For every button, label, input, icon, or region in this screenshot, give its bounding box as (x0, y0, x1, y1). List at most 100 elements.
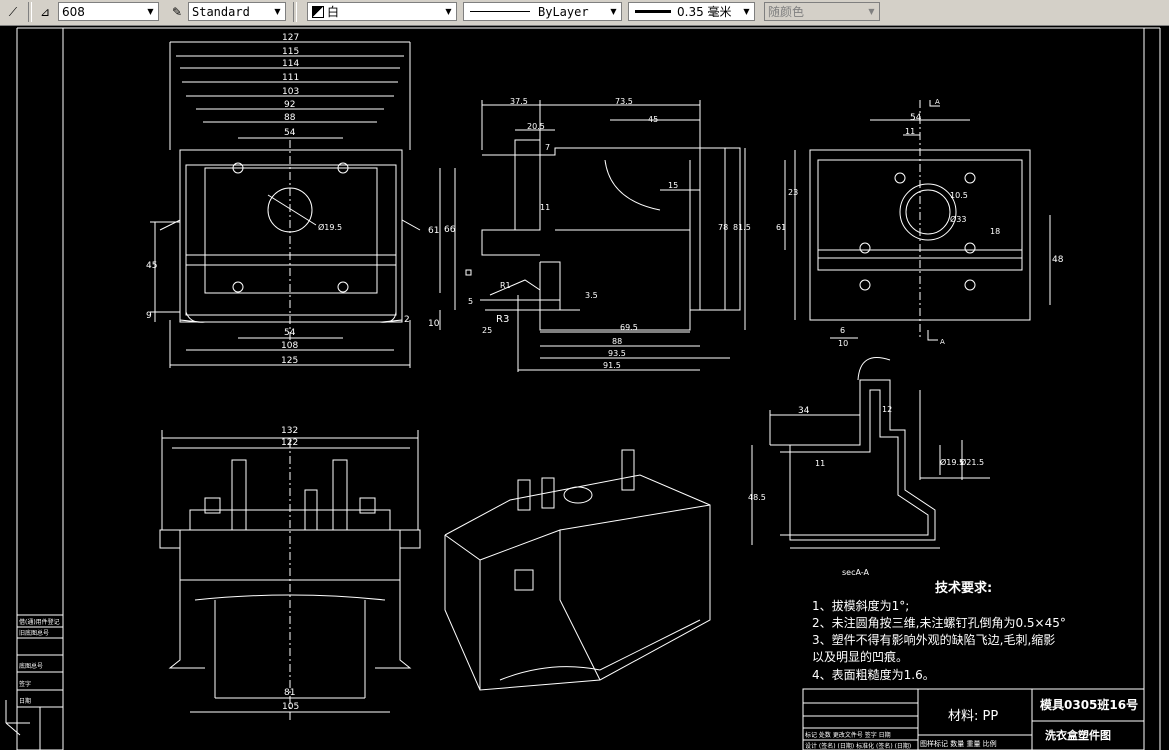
dim-text: 127 (282, 33, 299, 43)
dim-text: 108 (281, 341, 298, 351)
toolbar-separator (28, 2, 32, 22)
dim-text: 18 (990, 227, 1000, 236)
titleblock-row: 标记 处数 更改文件号 签字 日期 (805, 731, 891, 739)
right-view (784, 100, 1051, 341)
dim-text: 73.5 (615, 97, 633, 106)
dim-text: A (940, 338, 945, 346)
dim-text: 5 (468, 297, 473, 306)
note-item: 2、未注圆角按三维,未注螺钉孔倒角为0.5×45° (812, 615, 1066, 630)
material-label: 材料: PP (948, 709, 998, 724)
dim-text: 11 (905, 127, 915, 136)
dim-text: 9 (146, 311, 152, 321)
text-style-icon[interactable]: ✎ (166, 2, 188, 22)
chevron-down-icon: ▼ (868, 7, 875, 16)
dim-text: 34 (798, 406, 810, 416)
dim-text: 114 (282, 59, 299, 69)
dim-text: 91.5 (603, 361, 621, 370)
margin-label: 旧底图总号 (19, 629, 49, 637)
dim-text: 88 (284, 113, 296, 123)
notes-title: 技术要求: (935, 580, 992, 596)
dim-text: 10 (428, 319, 440, 329)
dim-text: Ø33 (950, 214, 966, 224)
chevron-down-icon[interactable]: ▼ (147, 7, 154, 16)
linetype-preview (470, 11, 530, 12)
color-combo[interactable]: 白 ▼ (307, 2, 457, 21)
textstyle-value: Standard (192, 4, 250, 19)
dimstyle-icon[interactable]: ⟋ (2, 2, 24, 22)
titleblock-cols: 图样标记 数量 重量 比例 (920, 739, 997, 748)
dim-text: 54 (910, 113, 922, 123)
linetype-value: ByLayer (538, 4, 589, 19)
dim-text: Ø19.5 (940, 457, 964, 467)
dim-text: 11 (540, 203, 550, 212)
dimstyle-combo[interactable]: 608 ▼ (58, 2, 159, 21)
dim-text: 81 (284, 688, 295, 698)
chevron-down-icon[interactable]: ▼ (610, 7, 617, 16)
section-label: secA-A (842, 568, 869, 577)
side-view (465, 100, 746, 372)
note-item: 4、表面粗糙度为1.6。 (812, 667, 935, 682)
properties-toolbar: ⟋ ⊿ 608 ▼ ✎ Standard ▼ 白 ▼ ByLayer ▼ 0.3… (0, 0, 1169, 26)
chevron-down-icon[interactable]: ▼ (743, 7, 750, 16)
dim-text: 125 (281, 356, 298, 366)
dim-text: 23 (788, 188, 798, 197)
dim-text: R3 (496, 314, 509, 325)
dim-text: 61 (428, 226, 439, 236)
drawing-name: 洗衣盒塑件图 (1045, 728, 1111, 742)
isometric-view (444, 449, 711, 691)
linetype-combo[interactable]: ByLayer ▼ (463, 2, 622, 21)
margin-label: 签字 (19, 680, 31, 688)
section-view (751, 357, 990, 549)
dim-text: 54 (284, 328, 296, 338)
dim-text: 48.5 (748, 493, 766, 502)
color-value: 白 (327, 5, 340, 19)
dim-text: 115 (282, 47, 299, 57)
dim-text: Ø21.5 (960, 457, 984, 467)
titleblock-row: 设计 (签名) (日期) 标准化 (签名) (日期) (805, 742, 911, 750)
dim-text: Ø19.5 (318, 222, 342, 232)
dim-text: 2 (404, 315, 410, 325)
dim-text: 105 (282, 702, 299, 712)
dim-text: 10.5 (950, 191, 968, 200)
dim-text: 54 (284, 128, 296, 138)
dim-text: 61 (776, 223, 786, 232)
dim-text: 78 (718, 223, 728, 232)
dim-text: 37.5 (510, 97, 528, 106)
dim-text: R1 (500, 281, 511, 290)
dim-text: 132 (281, 426, 298, 436)
dim-text: 7 (545, 143, 550, 152)
dim-text: 103 (282, 87, 299, 97)
dim-text: 45 (648, 115, 658, 124)
dim-text: A (935, 98, 940, 106)
dim-text: 93.5 (608, 349, 626, 358)
chevron-down-icon[interactable]: ▼ (274, 7, 281, 16)
dim-text: 15 (668, 181, 678, 190)
dimension-style-icon[interactable]: ⊿ (34, 2, 56, 22)
front-view (150, 140, 421, 340)
lineweight-combo[interactable]: 0.35 毫米 ▼ (628, 2, 755, 21)
margin-table: 借(通)用件登记 旧底图总号 底图总号 签字 日期 (16, 614, 64, 750)
note-item: 3、塑件不得有影响外观的缺陷飞边,毛刺,缩影 (812, 632, 1055, 647)
dim-text: 122 (281, 438, 298, 448)
color-swatch-icon (312, 5, 324, 18)
chevron-down-icon[interactable]: ▼ (445, 7, 452, 16)
note-item: 以及明显的凹痕。 (812, 649, 908, 664)
lineweight-preview (635, 10, 671, 13)
toolbar-separator (293, 2, 297, 22)
dim-text: 11 (815, 459, 825, 468)
front-view-bottom-dims (154, 168, 456, 368)
ucs-icon (5, 700, 30, 736)
plotstyle-combo: 随颜色 ▼ (764, 2, 880, 21)
dim-text: 20.5 (527, 122, 545, 131)
note-item: 1、拔模斜度为1°; (812, 598, 909, 613)
lineweight-value: 0.35 毫米 (677, 5, 732, 19)
dim-text: 66 (444, 225, 456, 235)
dim-text: 81.5 (733, 223, 751, 232)
title-block (802, 688, 1145, 750)
front-view-top-dims (169, 41, 411, 150)
bottom-elevation (159, 430, 421, 720)
drawing-canvas[interactable]: 借(通)用件登记 旧底图总号 底图总号 签字 日期 127 (0, 25, 1169, 750)
dim-text: 92 (284, 100, 295, 110)
margin-label: 日期 (19, 697, 31, 705)
textstyle-combo[interactable]: Standard ▼ (188, 2, 286, 21)
